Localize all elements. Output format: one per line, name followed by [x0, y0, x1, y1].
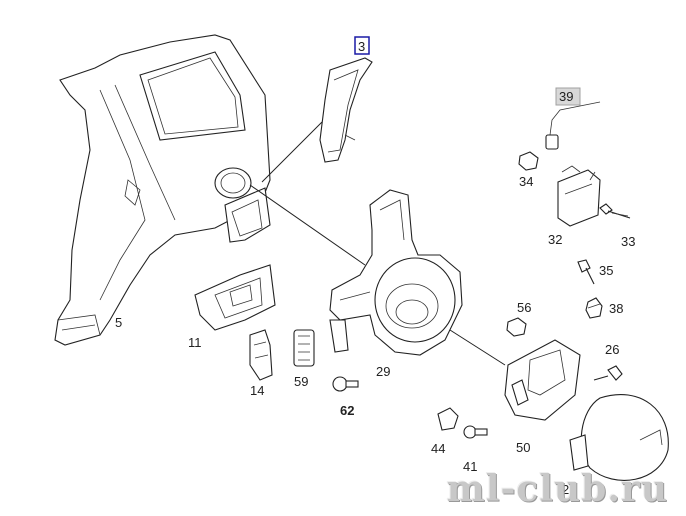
callout-59[interactable]: 59	[294, 374, 308, 389]
clip-14	[249, 329, 273, 381]
screw-26	[593, 365, 623, 381]
svg-text:39: 39	[559, 89, 573, 104]
fuel-door-23	[569, 394, 669, 481]
callout-39[interactable]: 39	[555, 87, 581, 106]
callout-14[interactable]: 14	[250, 383, 264, 398]
callout-3[interactable]: 3	[354, 36, 370, 55]
callout-5[interactable]: 5	[115, 315, 122, 330]
callout-11[interactable]: 11	[188, 335, 202, 350]
hinge-plate-50	[504, 339, 581, 421]
callout-56[interactable]: 56	[517, 300, 531, 315]
callout-29[interactable]: 29	[376, 364, 390, 379]
callout-35[interactable]: 35	[599, 263, 613, 278]
bumper-44	[437, 407, 459, 431]
actuator-32	[557, 165, 601, 227]
filler-housing-29	[329, 189, 463, 356]
callout-34[interactable]: 34	[519, 174, 533, 189]
callout-33[interactable]: 33	[621, 234, 635, 249]
callout-41[interactable]: 41	[463, 459, 477, 474]
rear-quarter-panel	[54, 34, 271, 346]
callout-50[interactable]: 50	[516, 440, 530, 455]
bracket-3	[319, 57, 373, 163]
callout-62[interactable]: 62	[340, 403, 354, 418]
nut-34	[518, 151, 539, 171]
callout-38[interactable]: 38	[609, 301, 623, 316]
cable-39	[545, 101, 601, 150]
callout-26[interactable]: 26	[605, 342, 619, 357]
svg-text:3: 3	[358, 39, 365, 54]
screw-33	[599, 203, 631, 219]
nut-56	[506, 317, 527, 337]
bolt-41	[463, 425, 488, 439]
callout-32[interactable]: 32	[548, 232, 562, 247]
bolt-62	[332, 376, 359, 392]
callout-23[interactable]: 23	[562, 482, 576, 497]
clip-38	[585, 297, 603, 319]
pin-35	[577, 259, 595, 285]
watermark: ml-club.ru	[446, 468, 668, 510]
grommet-59	[293, 329, 315, 367]
liner-11	[194, 264, 276, 331]
callout-44[interactable]: 44	[431, 441, 445, 456]
